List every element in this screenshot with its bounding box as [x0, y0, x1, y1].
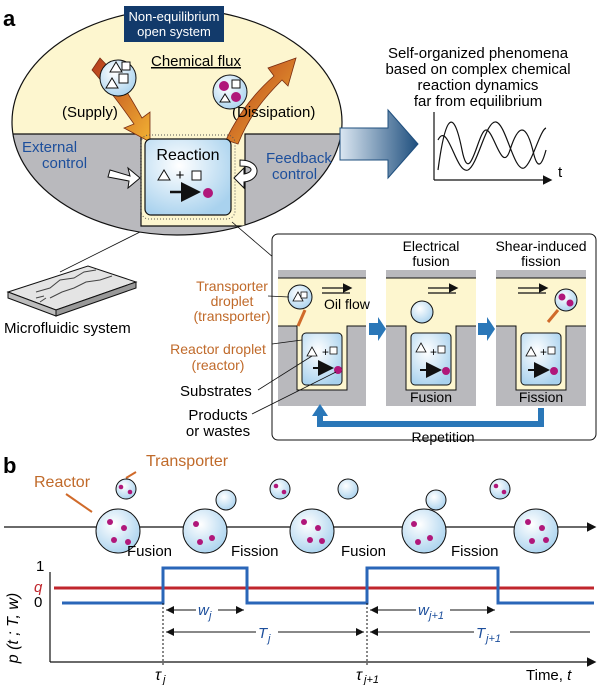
svg-text:+: + [430, 345, 437, 359]
dissipation-droplet [212, 74, 248, 110]
signal-y-label: p (t ; T, w) [5, 593, 22, 665]
w-j1-label: w [418, 602, 430, 619]
transporter-droplet-1 [287, 284, 313, 310]
result-arrow [339, 108, 419, 180]
external-control-label: External [22, 139, 77, 156]
y-tick-q: q [34, 579, 43, 596]
T-j-sub: j [266, 633, 271, 645]
transporter-droplet-label3: (transporter) [193, 308, 270, 324]
supply-label: (Supply) [62, 104, 118, 121]
fission-label-b2: Fission [451, 543, 499, 560]
self-organized-line2: based on complex chemical [385, 61, 570, 78]
splitting-droplet: + [520, 288, 578, 386]
step-arrow-1 [369, 317, 386, 341]
shear-fission-line2: fission [521, 253, 561, 269]
microfluidic-chip [6, 265, 138, 317]
fission-label-a: Fission [519, 389, 563, 405]
transporter-droplet-label2: droplet [211, 293, 254, 309]
electrical-fusion-line2: fusion [412, 253, 449, 269]
time-axis-label: Time, t [526, 667, 572, 684]
y-tick-1: 1 [36, 558, 44, 575]
reactor-droplets-b [95, 478, 559, 554]
electrical-fusion-line1: Electrical [403, 238, 460, 254]
y-tick-0: 0 [34, 594, 42, 611]
panel-a-letter: a [3, 6, 16, 31]
substrate-square-icon [191, 170, 202, 181]
w-j1-sub: j+1 [427, 610, 444, 622]
T-j-label: T [258, 625, 269, 642]
open-system-ellipse [11, 8, 343, 236]
transporter-label-b: Transporter [146, 453, 229, 470]
svg-text:+: + [322, 345, 329, 359]
tau-j-sub: j [161, 674, 166, 685]
external-control-label-2: control [42, 155, 87, 172]
reactor-label-b: Reactor [34, 474, 91, 491]
feedback-control-label-2: control [272, 166, 317, 183]
step-arrow-2 [478, 317, 495, 341]
system-title-line2: open system [137, 24, 211, 39]
tau-j1-sub: j+1 [362, 674, 379, 685]
reaction-label: Reaction [156, 147, 219, 164]
repetition-label: Repetition [411, 429, 474, 445]
T-j1-sub: j+1 [484, 633, 501, 645]
self-organized-line4: far from equilibrium [414, 93, 542, 110]
system-title-line1: Non-equilibrium [128, 9, 219, 24]
products-label2: or wastes [186, 423, 250, 440]
oil-flow-label: Oil flow [324, 296, 371, 312]
oscillation-plot [433, 112, 553, 185]
tau-j-label: τ [155, 667, 162, 684]
supply-droplet [99, 59, 137, 97]
svg-text:+: + [540, 345, 547, 359]
substrates-label: Substrates [180, 383, 252, 400]
reactor-droplet-1: + [301, 332, 343, 386]
w-j-label: w [198, 602, 210, 619]
system-title-box [124, 6, 224, 42]
repetition-loop [317, 408, 544, 427]
fusing-droplet: + [410, 300, 452, 386]
w-j-sub: j [207, 610, 212, 622]
dissipation-flux-arrow [225, 57, 297, 145]
fusion-label-b1: Fusion [127, 543, 172, 560]
feedback-control-label: Feedback [266, 150, 332, 167]
feedback-control-arrow [233, 159, 258, 190]
panel-b-letter: b [3, 453, 16, 478]
products-label1: Products [188, 407, 247, 424]
shear-fission-line1: Shear-induced [495, 238, 586, 254]
external-control-arrow [107, 166, 141, 190]
fusion-label-a: Fusion [410, 389, 452, 405]
self-organized-line1: Self-organized phenomena [388, 45, 569, 62]
reactor-droplet-label1: Reactor droplet [170, 341, 266, 357]
fusion-label-b2: Fusion [341, 543, 386, 560]
fission-label-b1: Fission [231, 543, 279, 560]
product-circle-icon [203, 188, 213, 198]
dissipation-label: (Dissipation) [232, 104, 315, 121]
chemical-flux-label: Chemical flux [151, 53, 242, 70]
svg-text:+: + [176, 167, 185, 184]
T-j1-label: T [476, 625, 487, 642]
reactor-droplet-label2: (reactor) [192, 357, 245, 373]
self-organized-line3: reaction dynamics [418, 77, 539, 94]
pulse-signal [62, 566, 594, 605]
transporter-droplet-label1: Transporter [196, 278, 268, 294]
substrate-triangle-icon [157, 169, 171, 181]
t-axis-label: t [558, 164, 563, 181]
tau-j1-label: τ [356, 667, 363, 684]
microfluidic-label: Microfluidic system [4, 320, 131, 337]
